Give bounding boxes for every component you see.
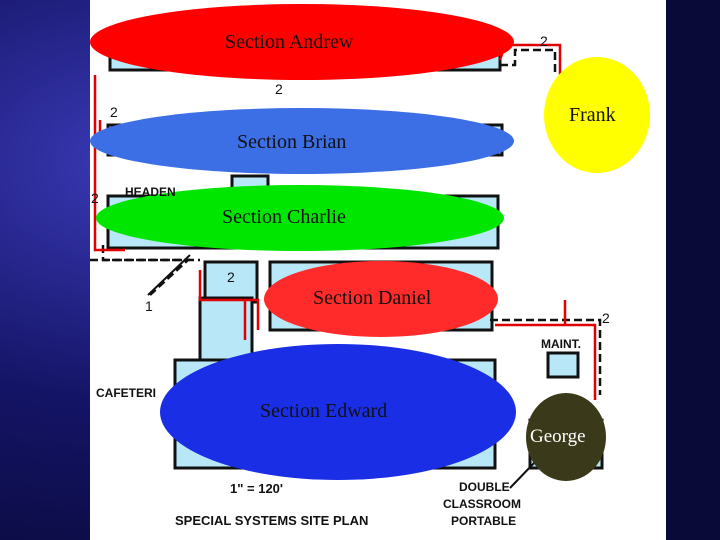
plan-title: SPECIAL SYSTEMS SITE PLAN [175,513,369,528]
section-charlie-ellipse [96,185,504,251]
section-daniel-ellipse [264,261,498,337]
cafeteria-label: CAFETERI [96,386,156,400]
george-circle [526,393,606,481]
run-number: 2 [91,190,99,206]
portable-label-line1: DOUBLE [459,480,510,494]
headend-label: HEADEN [125,185,176,199]
frank-circle [544,57,650,173]
section-brian-label: Section Brian [237,131,347,153]
run-number: 2 [227,269,235,285]
section-daniel-label: Section Daniel [313,287,432,309]
plan-scale: 1" = 120' [230,481,283,496]
maint-building [546,351,580,379]
section-andrew-label: Section Andrew [225,31,354,53]
maint-label: MAINT. [541,337,581,351]
frank-label: Frank [569,104,616,126]
section-andrew-ellipse [90,4,514,80]
run-number: 2 [602,310,610,326]
run-number: 1 [145,298,153,314]
run-number: 2 [275,81,283,97]
section-edward-label: Section Edward [260,400,388,422]
red-cable-runs [93,43,597,400]
portable-label-line2: CLASSROOM [443,497,521,511]
run-number: 2 [540,33,548,49]
black-cable-runs [90,48,602,395]
section-charlie-label: Section Charlie [222,206,346,228]
run-number: 2 [110,104,118,120]
george-label: George [530,426,586,447]
section-brian-ellipse [90,108,514,174]
portable-label-line3: PORTABLE [451,514,517,528]
section-edward-ellipse [160,344,516,480]
